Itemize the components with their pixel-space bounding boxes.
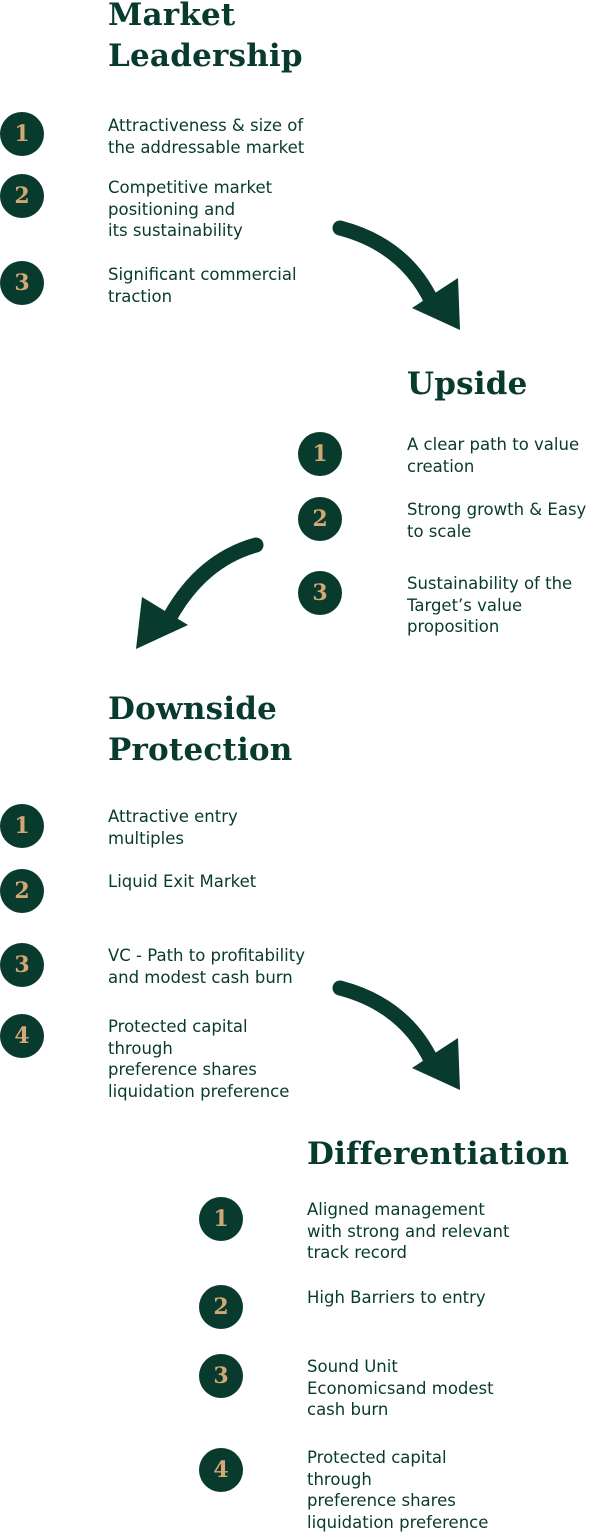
number-badge: 1 [0, 112, 44, 156]
list-item: High Barriers to entry [307, 1288, 486, 1307]
list-item: A clear path to value creation [407, 435, 580, 476]
title-line: Downside [108, 691, 278, 727]
section-title: Upside [407, 364, 528, 405]
title-line: Leadership [108, 38, 303, 74]
number-badge: 3 [0, 261, 44, 305]
curved-arrow-down-right-icon [332, 220, 460, 330]
number-badge: 2 [0, 869, 44, 913]
number-badge: 3 [298, 571, 342, 615]
curved-arrow-down-right-icon [332, 980, 460, 1090]
list-item: Competitive market positioning and its s… [108, 178, 273, 240]
number-badge: 4 [0, 1014, 44, 1058]
list-item: Liquid Exit Market [108, 872, 257, 891]
list-item: Protected capital through preference sha… [108, 1017, 290, 1101]
title-line: Differentiation [307, 1136, 570, 1172]
number-badge: 2 [0, 174, 44, 218]
curved-arrow-down-left-icon [136, 537, 264, 649]
list-item: Attractive entry multiples [108, 807, 238, 848]
section-title: Differentiation [307, 1134, 569, 1175]
title-line: Upside [407, 366, 528, 402]
section-title: Downside Protection [108, 689, 293, 771]
list-item: Sound Unit Economicsand modest cash burn [307, 1357, 494, 1419]
title-line: Protection [108, 732, 293, 768]
number-badge: 3 [0, 943, 44, 987]
list-item: Strong growth & Easy to scale [407, 500, 587, 541]
number-badge: 2 [199, 1285, 243, 1329]
list-item: VC - Path to profitability and modest ca… [108, 946, 305, 987]
list-item: Protected capital through preference sha… [307, 1448, 489, 1532]
title-line: Market [108, 0, 236, 33]
number-badge: 3 [199, 1354, 243, 1398]
list-item: Attractiveness & size of the addressable… [108, 116, 305, 157]
number-badge: 4 [199, 1448, 243, 1492]
section-title: Market Leadership [108, 0, 303, 77]
list-item: Aligned management with strong and relev… [307, 1200, 510, 1262]
number-badge: 1 [0, 804, 44, 848]
number-badge: 2 [298, 497, 342, 541]
number-badge: 1 [298, 432, 342, 476]
list-item: Sustainability of the Target’s value pro… [407, 574, 573, 636]
list-item: Significant commercial traction [108, 265, 297, 306]
number-badge: 1 [199, 1197, 243, 1241]
